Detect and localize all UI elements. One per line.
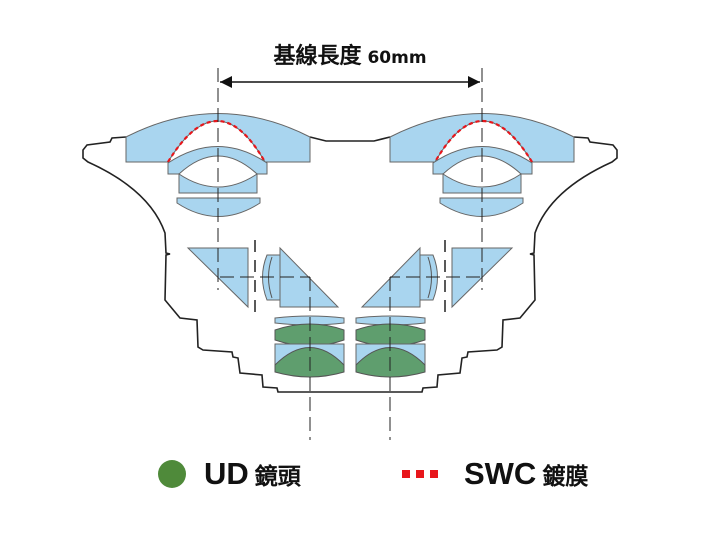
red-dotted-line-icon (402, 470, 438, 478)
legend-ud-code: UD (204, 456, 249, 491)
baseline-label: 基線長度 (273, 44, 362, 69)
legend-swc: SWC 鍍膜 (402, 455, 588, 493)
left-lens-optics (81, 66, 352, 442)
legend-swc-code: SWC (464, 456, 537, 491)
right-lens-optics (348, 66, 619, 442)
legend-swc-text: 鍍膜 (542, 464, 589, 490)
legend-ud: UD 鏡頭 (158, 455, 301, 493)
legend-ud-text: 鏡頭 (254, 464, 301, 490)
baseline-value: 60mm (367, 48, 427, 68)
green-circle-icon (158, 460, 186, 488)
